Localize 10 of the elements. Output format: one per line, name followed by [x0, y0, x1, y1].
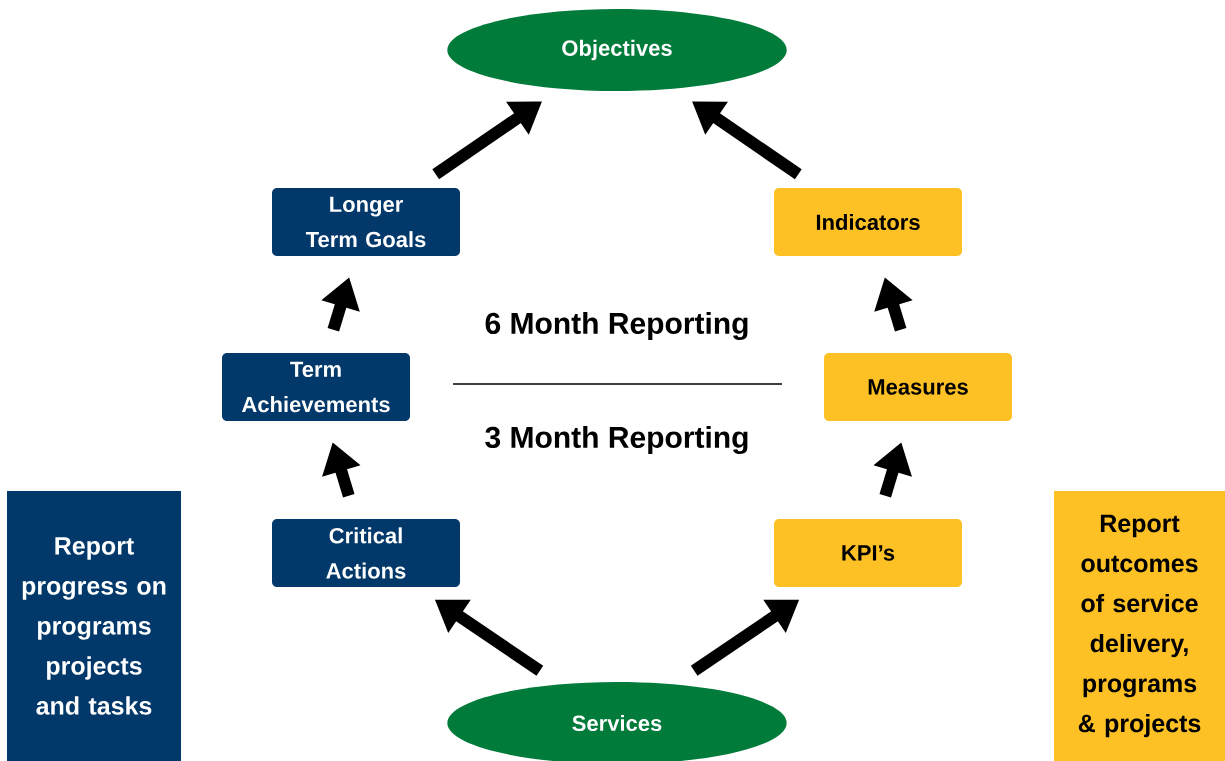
reporting-label: 3 Month Reporting — [485, 425, 748, 455]
process-box: KPI’s — [774, 519, 962, 587]
process-box: Critical Actions — [272, 519, 460, 587]
note-panel: Report progress on programs projects and tasks — [7, 491, 181, 761]
note-panel: Report outcomes of service delivery, programs & projects — [1054, 491, 1225, 761]
process-box: Indicators — [774, 188, 962, 256]
process-box: Term Achievements — [222, 353, 410, 421]
reporting-label: 6 Month Reporting — [485, 311, 748, 341]
process-box: Measures — [824, 353, 1012, 421]
process-box: Longer Term Goals — [272, 188, 460, 256]
